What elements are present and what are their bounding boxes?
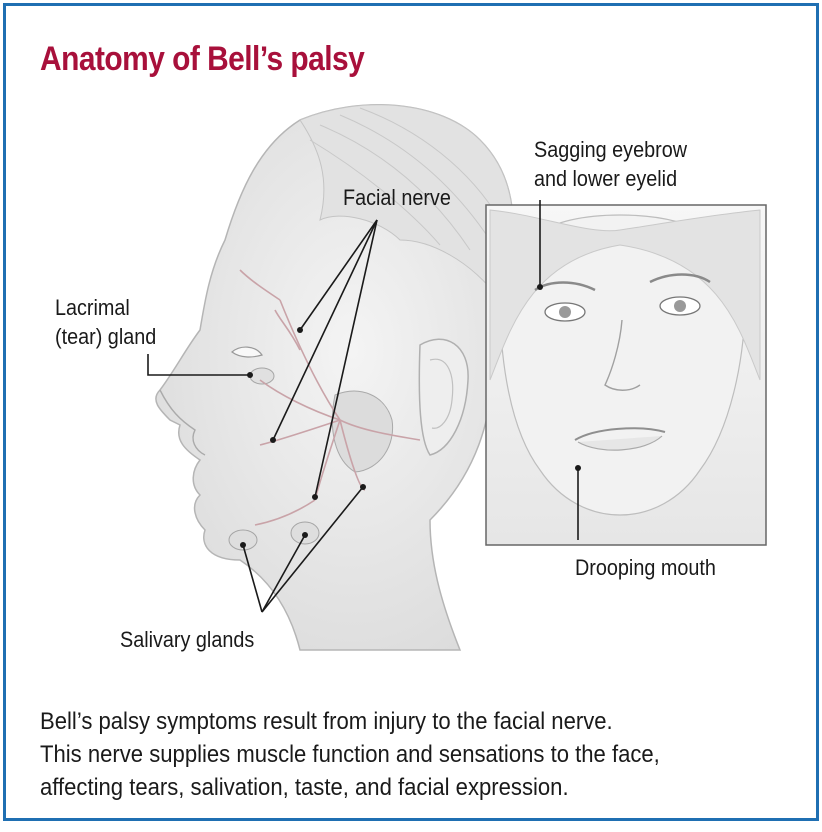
label-salivary-glands: Salivary glands [120,625,254,654]
right-iris [674,300,686,312]
caption-line-2: This nerve supplies muscle function and … [40,738,739,771]
label-lacrimal-line1: Lacrimal [55,293,130,322]
label-lacrimal-line2: (tear) gland [55,322,156,351]
label-facial-nerve: Facial nerve [343,183,451,212]
profile-head [156,105,513,650]
label-sagging-line1: Sagging eyebrow [534,135,687,164]
front-face-inset [486,205,766,545]
label-sagging-line2: and lower eyelid [534,164,677,193]
left-iris [559,306,571,318]
caption: Bell’s palsy symptoms result from injury… [40,705,739,804]
caption-line-1: Bell’s palsy symptoms result from injury… [40,705,739,738]
label-drooping-mouth: Drooping mouth [575,553,716,582]
caption-line-3: affecting tears, salivation, taste, and … [40,771,739,804]
